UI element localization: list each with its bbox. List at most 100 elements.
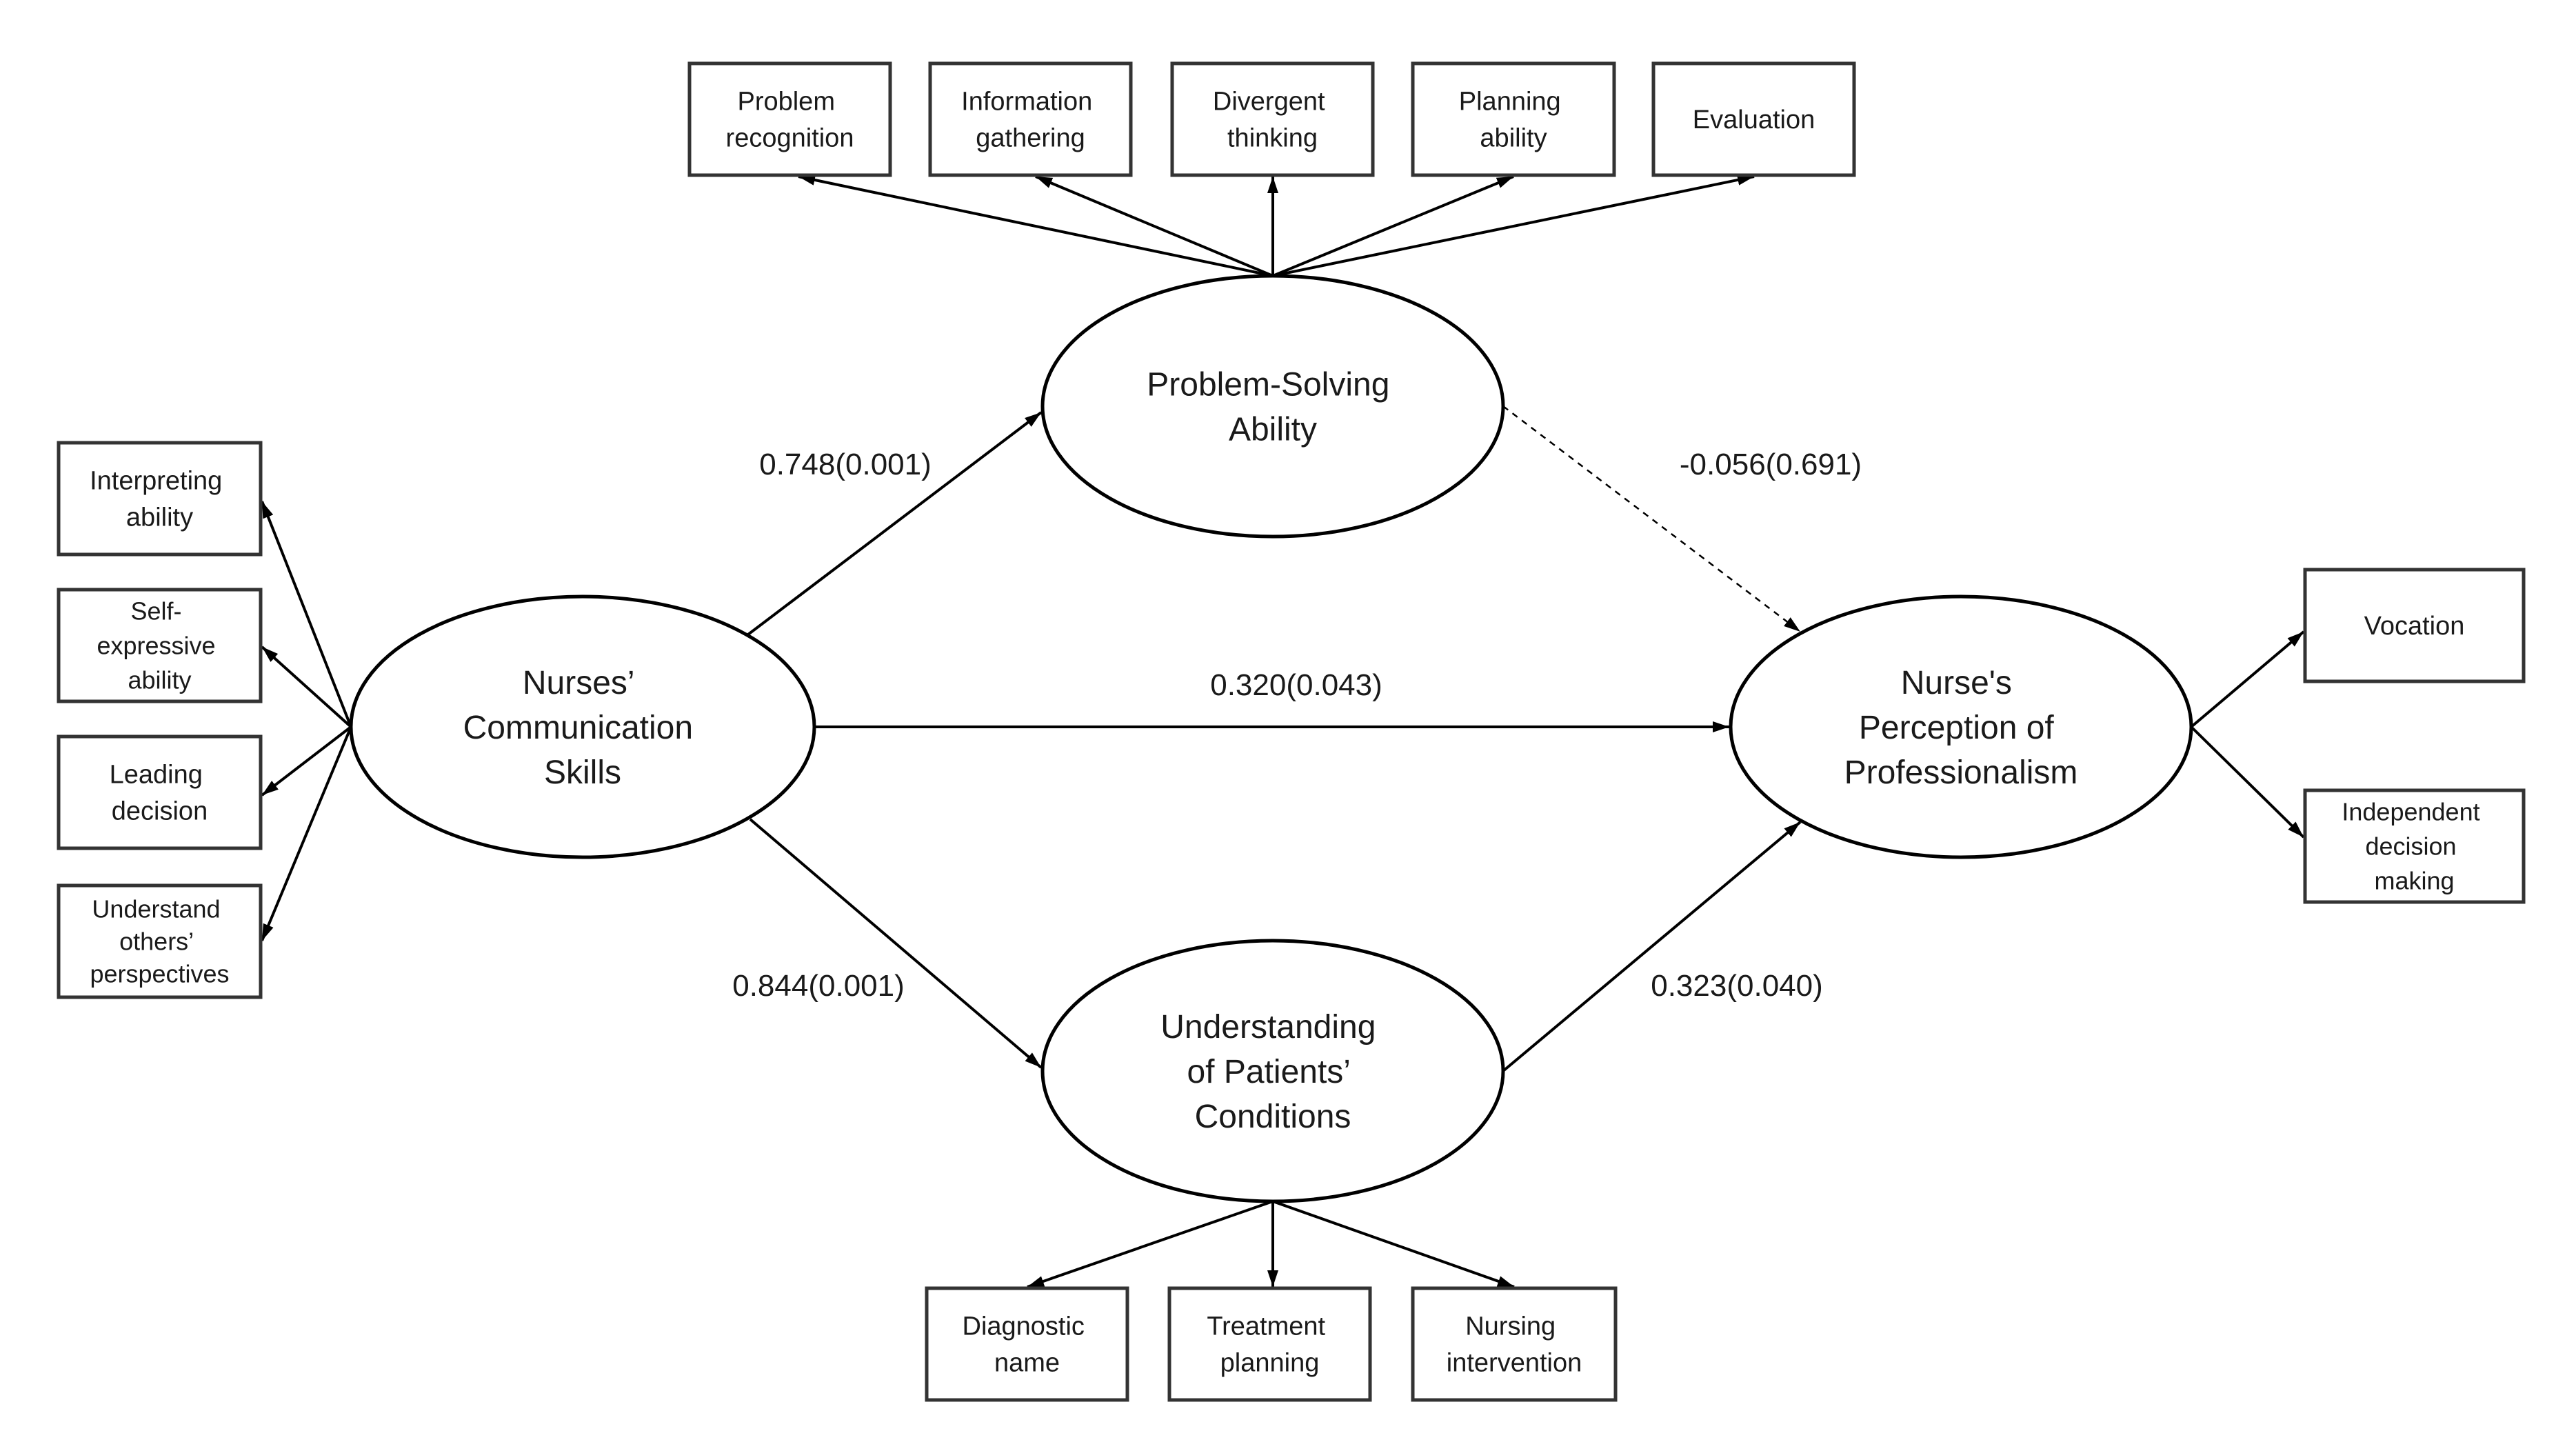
latent-label-line: Problem-Solving — [1147, 367, 1389, 403]
indicator-box — [2303, 568, 2526, 683]
indicator-label-line: others’ — [119, 928, 193, 956]
arrow-to-planning-ability — [1272, 175, 1514, 277]
indicator-label-line: planning — [1220, 1349, 1320, 1378]
indicator-label-line: Vocation — [2364, 612, 2465, 641]
indicator-arrows — [261, 174, 2305, 1288]
indicator-divergent-thinking: Divergent thinking — [1170, 61, 1375, 177]
coefficient-communication-to-understanding: 0.844(0.001) — [732, 969, 905, 1003]
latent-label-line: Communication — [463, 710, 693, 746]
latent-label-line: Nurses’ — [523, 665, 634, 701]
coefficient-communication-to-problem-solving: 0.748(0.001) — [759, 448, 932, 481]
indicator-label-line: making — [2374, 867, 2454, 895]
path-communication-to-problem-solving — [747, 411, 1043, 636]
indicator-label: Interpreting ability — [90, 467, 230, 532]
indicator-problem-recognition: Problem recognition — [687, 61, 892, 177]
path-problem-solving-to-professionalism — [1502, 406, 1801, 632]
arrow-to-self-expressive-ability — [261, 646, 352, 728]
indicator-label-line: perspectives — [90, 960, 229, 988]
latent-label-line: of Patients’ — [1187, 1054, 1349, 1090]
indicator-label-line: intervention — [1447, 1349, 1582, 1378]
latent-node-label: Nurse's Perception of Professionalism — [1844, 665, 2078, 791]
indicator-box — [57, 883, 263, 999]
latent-node-label: Problem-Solving Ability — [1147, 367, 1399, 448]
indicator-label-line: Evaluation — [1693, 106, 1815, 134]
indicator-box — [1170, 61, 1375, 177]
indicator-label-line: decision — [2365, 832, 2456, 861]
latent-communication: Nurses’ Communication Skills — [349, 594, 816, 859]
arrow-to-interpreting-ability — [261, 501, 352, 728]
arrow-to-information-gathering — [1035, 175, 1274, 277]
indicator-box — [57, 734, 263, 850]
indicator-box — [1411, 61, 1616, 177]
indicator-label: Independent decision making — [2342, 798, 2486, 895]
arrow-to-independent-decision-making — [2190, 725, 2305, 839]
indicator-label-line: thinking — [1227, 124, 1318, 153]
latent-node-ellipse — [349, 594, 816, 859]
indicator-planning-ability: Planning ability — [1411, 61, 1616, 177]
indicator-label-line: Divergent — [1213, 88, 1325, 117]
indicator-box — [928, 61, 1133, 177]
latent-understanding: Understanding of Patients’ Conditions — [1040, 939, 1505, 1203]
indicator-label: Divergent thinking — [1213, 88, 1332, 153]
arrow-to-evaluation — [1272, 174, 1755, 277]
indicator-label-line: expressive — [97, 632, 215, 660]
indicator-box — [57, 588, 263, 703]
indicator-label: Planning ability — [1459, 88, 1568, 153]
indicator-label-line: Understand — [92, 895, 220, 923]
arrow-to-diagnostic-name — [1027, 1200, 1274, 1288]
indicator-diagnostic-name: Diagnostic name — [925, 1286, 1129, 1402]
indicator-self-expressive-ability: Self- expressive ability — [57, 588, 263, 703]
indicator-label: Vocation — [2364, 612, 2465, 641]
indicator-box — [2303, 788, 2526, 904]
indicator-box — [1167, 1286, 1372, 1402]
indicator-label-line: Self- — [130, 597, 181, 626]
latent-node-ellipse — [1729, 594, 2193, 859]
latent-label-line: Perception of — [1859, 710, 2055, 746]
latent-node-label: Nurses’ Communication Skills — [463, 665, 703, 791]
indicator-box — [925, 1286, 1129, 1402]
indicator-label: Information gathering — [961, 88, 1100, 153]
latent-label-line: Conditions — [1195, 1099, 1351, 1135]
arrow-to-understand-others-perspectives — [261, 726, 352, 941]
coefficient-understanding-to-professionalism: 0.323(0.040) — [1651, 969, 1823, 1003]
indicator-label: Self- expressive ability — [97, 597, 222, 694]
path-communication-to-understanding — [749, 818, 1043, 1069]
indicator-label: Understand others’ perspectives — [90, 895, 229, 988]
indicator-treatment-planning: Treatment planning — [1167, 1286, 1372, 1402]
latent-label-line: Professionalism — [1844, 754, 2078, 791]
indicator-label-line: ability — [126, 503, 193, 532]
indicator-label: Diagnostic name — [963, 1312, 1092, 1378]
indicator-label: Evaluation — [1693, 106, 1815, 134]
coefficient-communication-to-professionalism: 0.320(0.043) — [1210, 668, 1382, 702]
path-understanding-to-professionalism — [1502, 821, 1802, 1072]
latent-label-line: Ability — [1229, 412, 1317, 448]
structural-paths — [747, 406, 1802, 1072]
latent-node-ellipse — [1040, 939, 1505, 1203]
indicator-box — [1651, 61, 1856, 177]
indicator-label-line: Problem — [737, 88, 835, 117]
arrow-to-nursing-intervention — [1272, 1200, 1515, 1288]
indicator-label-line: Information — [961, 88, 1092, 117]
indicator-leading-decision: Leading decision — [57, 734, 263, 850]
indicator-information-gathering: Information gathering — [928, 61, 1133, 177]
indicator-label-line: decision — [112, 797, 208, 826]
latent-label-line: Understanding — [1160, 1009, 1376, 1045]
indicator-evaluation: Evaluation — [1651, 61, 1856, 177]
path-coefficients: 0.748(0.001) -0.056(0.691) 0.320(0.043) … — [732, 448, 1862, 1003]
latent-node-label: Understanding of Patients’ Conditions — [1160, 1009, 1385, 1135]
indicator-label: Leading decision — [110, 761, 210, 826]
indicator-independent-decision-making: Independent decision making — [2303, 788, 2526, 904]
indicator-label-line: recognition — [726, 124, 854, 153]
indicator-interpreting-ability: Interpreting ability — [57, 441, 263, 557]
indicator-vocation: Vocation — [2303, 568, 2526, 683]
indicator-nursing-intervention: Nursing intervention — [1411, 1286, 1618, 1402]
indicator-box — [1411, 1286, 1618, 1402]
coefficient-problem-solving-to-professionalism: -0.056(0.691) — [1680, 448, 1862, 481]
indicator-label: Problem recognition — [726, 88, 854, 153]
indicator-label: Nursing intervention — [1447, 1312, 1582, 1378]
indicator-label-line: Independent — [2342, 798, 2479, 826]
indicator-label-line: ability — [128, 666, 191, 694]
indicator-label-line: gathering — [976, 124, 1085, 153]
arrow-to-vocation — [2190, 630, 2305, 728]
